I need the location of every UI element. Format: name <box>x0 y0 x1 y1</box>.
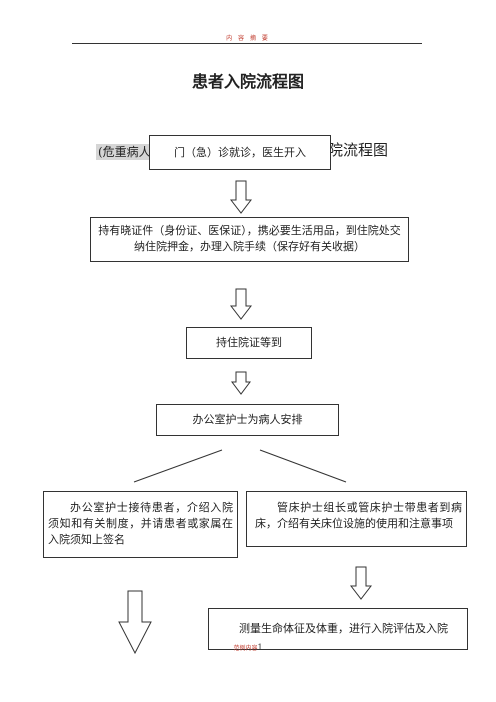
step-nurse-arrangement: 办公室护士为病人安排 <box>156 404 339 436</box>
page-number: 1 <box>257 643 263 652</box>
page-title: 患者入院流程图 <box>191 72 304 91</box>
header-rule <box>72 43 422 44</box>
down-arrow-1 <box>230 180 252 214</box>
hidden-subtitle-right: 院流程图 <box>328 141 389 159</box>
down-arrow-3 <box>231 371 251 395</box>
step-office-nurse-reception: 办公室护士接待患者，介绍入院须知和有关制度，并请患者或家属在入院须知上签名 <box>43 491 238 558</box>
down-arrow-2 <box>230 288 252 320</box>
branch-lines <box>133 449 347 483</box>
page-footer: 范例内容1 <box>0 643 496 652</box>
down-arrow-right <box>350 566 372 600</box>
step-wait-with-card: 持住院证等到 <box>186 327 312 359</box>
step-bed-nurse-orientation: 管床护士组长或管床护士带患者到病床，介绍有关床位设施的使用和注意事项 <box>246 491 467 547</box>
footer-label: 范例内容 <box>233 645 258 652</box>
down-arrow-left <box>118 590 152 654</box>
hidden-subtitle-left: (危重病人 <box>96 144 153 160</box>
step-admission-procedures: 持有晓证件（身份证、医保证），携必要生活用品，到住院处交纳住院押金，办理入院手续… <box>90 217 409 262</box>
page-header: 内 容 摘 要 <box>226 35 270 42</box>
step-vital-signs-assessment: 测量生命体征及体重，进行入院评估及入院 <box>208 608 468 650</box>
step-outpatient-visit: 门（急）诊就诊，医生开入 <box>149 135 331 170</box>
